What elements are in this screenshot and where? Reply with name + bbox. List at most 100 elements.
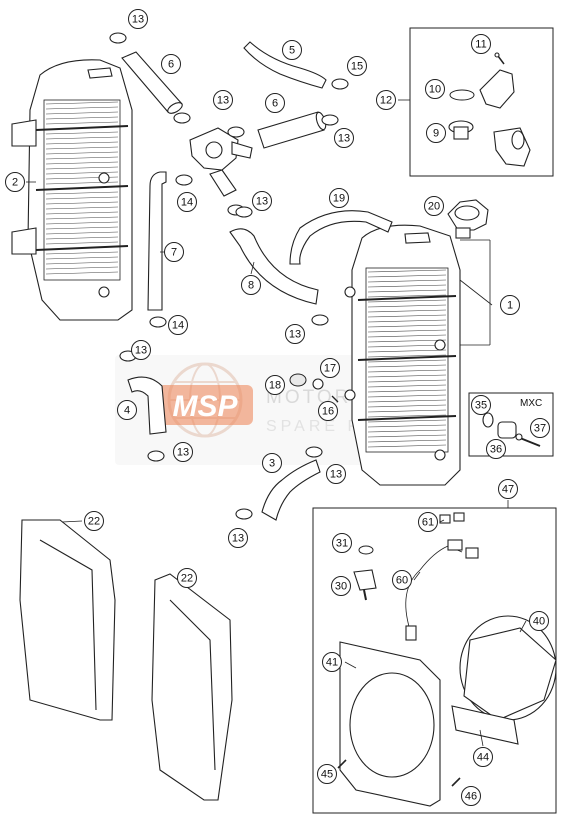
radiator-fin [367, 284, 447, 288]
callout-label: 9 [433, 128, 439, 140]
radiator-fin [45, 256, 119, 260]
radiator-fin [45, 121, 119, 125]
callout-label: 17 [324, 363, 336, 375]
callout-circle [347, 56, 367, 76]
callout-label: 30 [335, 581, 347, 593]
radiator-fin [367, 274, 447, 278]
hose-clamp [235, 508, 253, 520]
radiator-fin [45, 241, 119, 245]
hose-clamp [109, 32, 127, 44]
hose-clamp [227, 126, 245, 138]
hose-4 [127, 376, 167, 435]
bracket-44 [451, 705, 519, 745]
cable-clip-61 [439, 512, 465, 524]
callout-label: 10 [429, 84, 441, 96]
radiator-fin [45, 211, 119, 215]
callout-c13i: 13 [228, 528, 248, 548]
hose-clamp [305, 446, 323, 458]
radiator-fin [367, 269, 447, 273]
screw-16 [331, 395, 339, 403]
hose-clamp [331, 78, 349, 90]
callout-c13b: 13 [213, 90, 233, 110]
fan [459, 615, 557, 721]
radiator-fin [45, 191, 119, 195]
radiator-fin [45, 106, 119, 110]
radiator-fin [367, 279, 447, 283]
hose-clamp [175, 174, 193, 186]
callout-label: 40 [533, 616, 545, 628]
callout-circle [164, 242, 184, 262]
radiator-fin [45, 216, 119, 220]
callout-c41: 41 [322, 652, 342, 672]
hose-clamp [235, 206, 253, 218]
radiator-fin [45, 156, 119, 160]
callout-label: 6 [272, 98, 278, 110]
callout-c11: 11 [471, 34, 491, 54]
callout-label: 47 [502, 484, 514, 496]
callout-label: 13 [289, 329, 301, 341]
callout-circle [426, 123, 446, 143]
callout-c14b: 14 [168, 315, 188, 335]
callout-c17: 17 [320, 358, 340, 378]
callout-circle [461, 786, 481, 806]
hose-3 [261, 459, 321, 521]
callout-c6a: 6 [161, 54, 181, 74]
hose-7 [147, 171, 167, 311]
radiator-fin [45, 251, 119, 255]
callout-circle [376, 90, 396, 110]
callout-label: 18 [269, 380, 281, 392]
thermostat-group-box [409, 27, 554, 177]
mxc-group-label: MXC [520, 398, 542, 409]
radiator-fin [367, 324, 447, 328]
radiator-fin [367, 444, 447, 448]
cable-harness-60 [405, 539, 479, 641]
radiator-fin [367, 419, 447, 423]
watermark-logo: MSP [172, 390, 238, 423]
seal-ring-31 [358, 545, 374, 555]
callout-circle [131, 340, 151, 360]
radiator-fin [45, 266, 119, 270]
callout-label: 1 [507, 300, 513, 312]
radiator-fin [45, 231, 119, 235]
leader-line-c41 [344, 661, 357, 669]
radiator-fin [367, 379, 447, 383]
callout-circle [84, 511, 104, 531]
radiator-cap [447, 199, 489, 239]
callout-c35: 35 [471, 395, 491, 415]
radiator-fin [367, 329, 447, 333]
callout-circle [282, 40, 302, 60]
callout-c20: 20 [424, 196, 444, 216]
radiator-fin [367, 384, 447, 388]
callout-c46: 46 [461, 786, 481, 806]
callout-label: 4 [124, 405, 130, 417]
callout-c61: 61 [418, 512, 438, 532]
radiator-fin [367, 334, 447, 338]
radiator-fin [367, 399, 447, 403]
callout-circle [500, 295, 520, 315]
callout-circle [418, 512, 438, 532]
callout-c13h: 13 [326, 464, 346, 484]
hose-19 [289, 210, 393, 265]
callout-circle [161, 54, 181, 74]
callout-label: 12 [380, 95, 392, 107]
radiator-spoiler-left [19, 519, 116, 721]
callout-label: 22 [181, 573, 193, 585]
radiator-fin [367, 374, 447, 378]
o-ring [449, 89, 475, 101]
callout-c6b: 6 [265, 93, 285, 113]
callout-label: 31 [336, 538, 348, 550]
radiator-fin [367, 369, 447, 373]
callout-c16: 16 [318, 401, 338, 421]
callout-circle [486, 439, 506, 459]
callout-c2: 2 [5, 172, 25, 192]
callout-circle [241, 275, 261, 295]
callout-circle [177, 192, 197, 212]
radiator-fin [45, 111, 119, 115]
callout-c22a: 22 [84, 511, 104, 531]
radiator-fin [367, 364, 447, 368]
callout-circle [498, 479, 518, 499]
callout-label: 14 [181, 197, 193, 209]
callout-label: 37 [534, 423, 546, 435]
callout-circle [228, 528, 248, 548]
callout-c18: 18 [265, 375, 285, 395]
